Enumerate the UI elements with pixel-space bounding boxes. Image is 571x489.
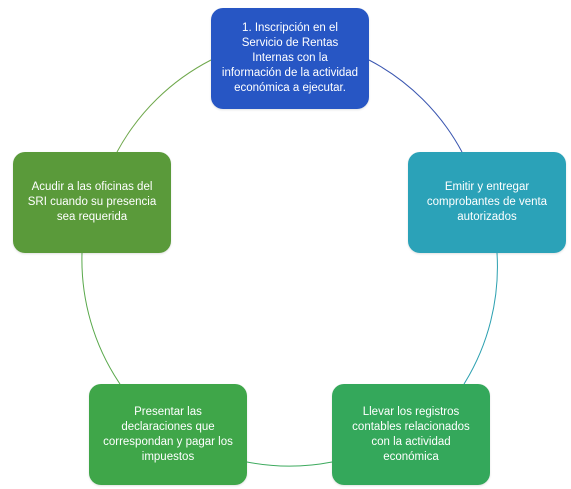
step-1-inscripcion-box: 1. Inscripción en el Servicio de Rentas … <box>211 8 369 109</box>
step-4-declaraciones-box: Presentar las declaraciones que correspo… <box>89 384 247 485</box>
connector-2-3 <box>463 252 498 385</box>
connector-3-4 <box>246 461 333 467</box>
step-4-label: Presentar las declaraciones que correspo… <box>103 405 233 463</box>
step-3-label: Llevar los registros contables relaciona… <box>352 405 470 463</box>
step-2-label: Emitir y entregar comprobantes de venta … <box>426 181 548 223</box>
connector-4-5 <box>81 252 121 385</box>
step-1-label: 1. Inscripción en el Servicio de Rentas … <box>221 22 359 94</box>
step-5-label: Acudir a las oficinas del SRI cuando su … <box>27 181 157 223</box>
connector-1-2 <box>368 59 463 153</box>
connector-5-1 <box>116 59 212 153</box>
step-5-oficinas-box: Acudir a las oficinas del SRI cuando su … <box>13 152 171 253</box>
step-2-comprobantes-box: Emitir y entregar comprobantes de venta … <box>408 152 566 253</box>
step-3-registros-box: Llevar los registros contables relaciona… <box>332 384 490 485</box>
